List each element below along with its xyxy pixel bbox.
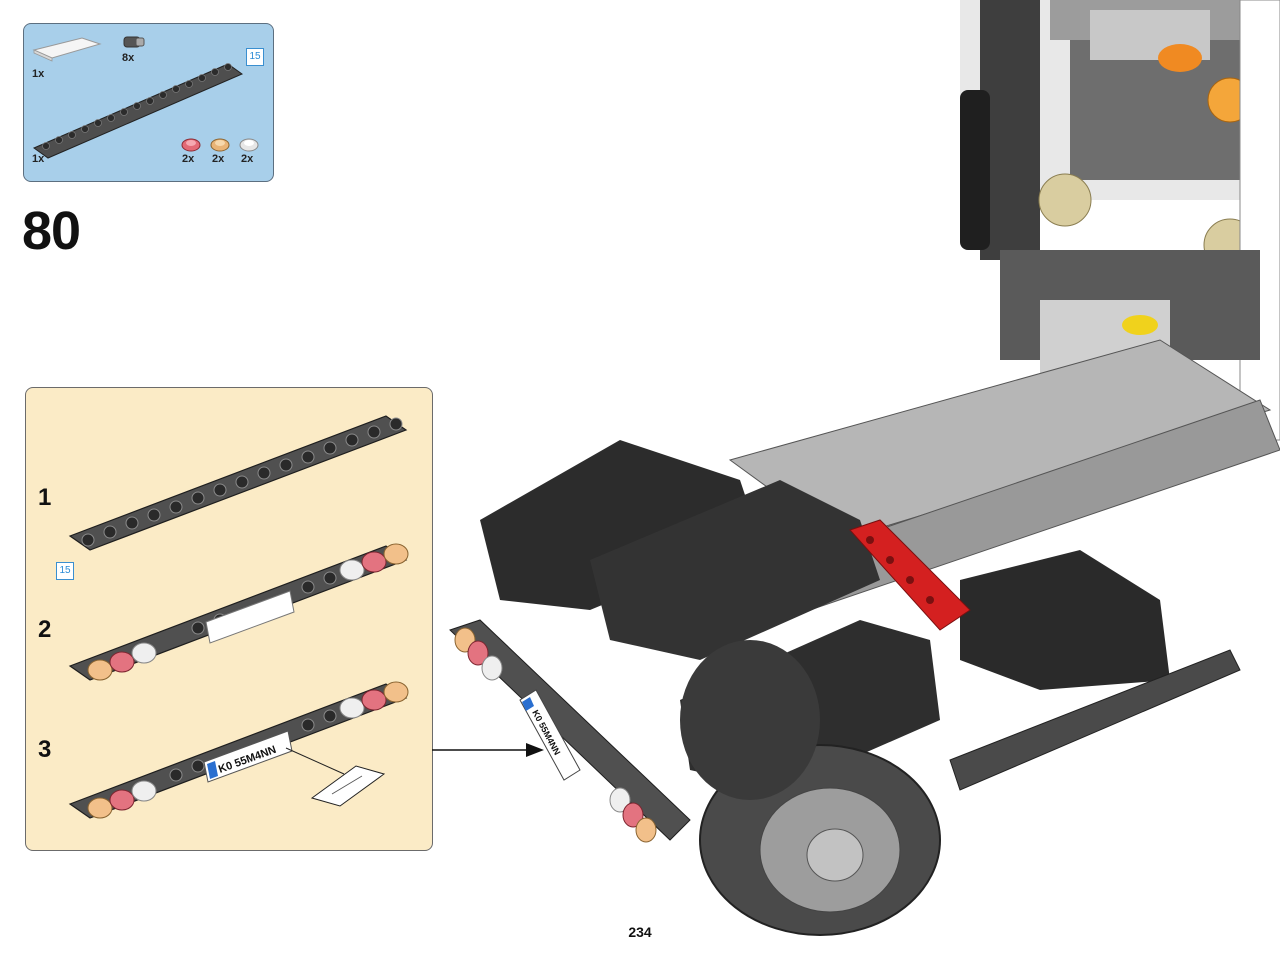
truck-chassis-model: K0 55M4NN	[449, 0, 1280, 936]
part-qty: 8x	[122, 52, 135, 64]
parts-list-callout: 1x 8x 15 1x 2x 2x 2x	[23, 23, 274, 182]
part-qty: 1x	[32, 68, 45, 80]
substep-2-beam	[68, 543, 409, 681]
axle-pin-part-icon	[123, 36, 145, 48]
part-qty: 2x	[241, 153, 254, 165]
page-number: 234	[628, 924, 652, 940]
beam-length-tag: 15	[246, 48, 264, 66]
subassembly-callout: 1 2 3 15	[25, 387, 433, 851]
attach-arrow	[432, 743, 544, 757]
beam-length-tag: 15	[56, 562, 74, 580]
clear-round-tile-icon	[239, 138, 259, 152]
step-number: 80	[22, 201, 81, 261]
substep-number: 2	[38, 616, 52, 643]
part-qty: 2x	[182, 153, 195, 165]
substep-3-beam: K0 55M4NN	[68, 681, 409, 819]
beam-15-part-icon	[32, 63, 244, 159]
substep-1-beam	[68, 415, 408, 551]
part-qty: 1x	[32, 153, 45, 165]
flat-tile-part-icon	[32, 37, 102, 62]
substep-number: 3	[38, 736, 52, 763]
red-round-tile-icon	[181, 138, 201, 152]
substep-number: 1	[38, 484, 52, 511]
orange-round-tile-icon	[210, 138, 230, 152]
part-qty: 2x	[212, 153, 225, 165]
